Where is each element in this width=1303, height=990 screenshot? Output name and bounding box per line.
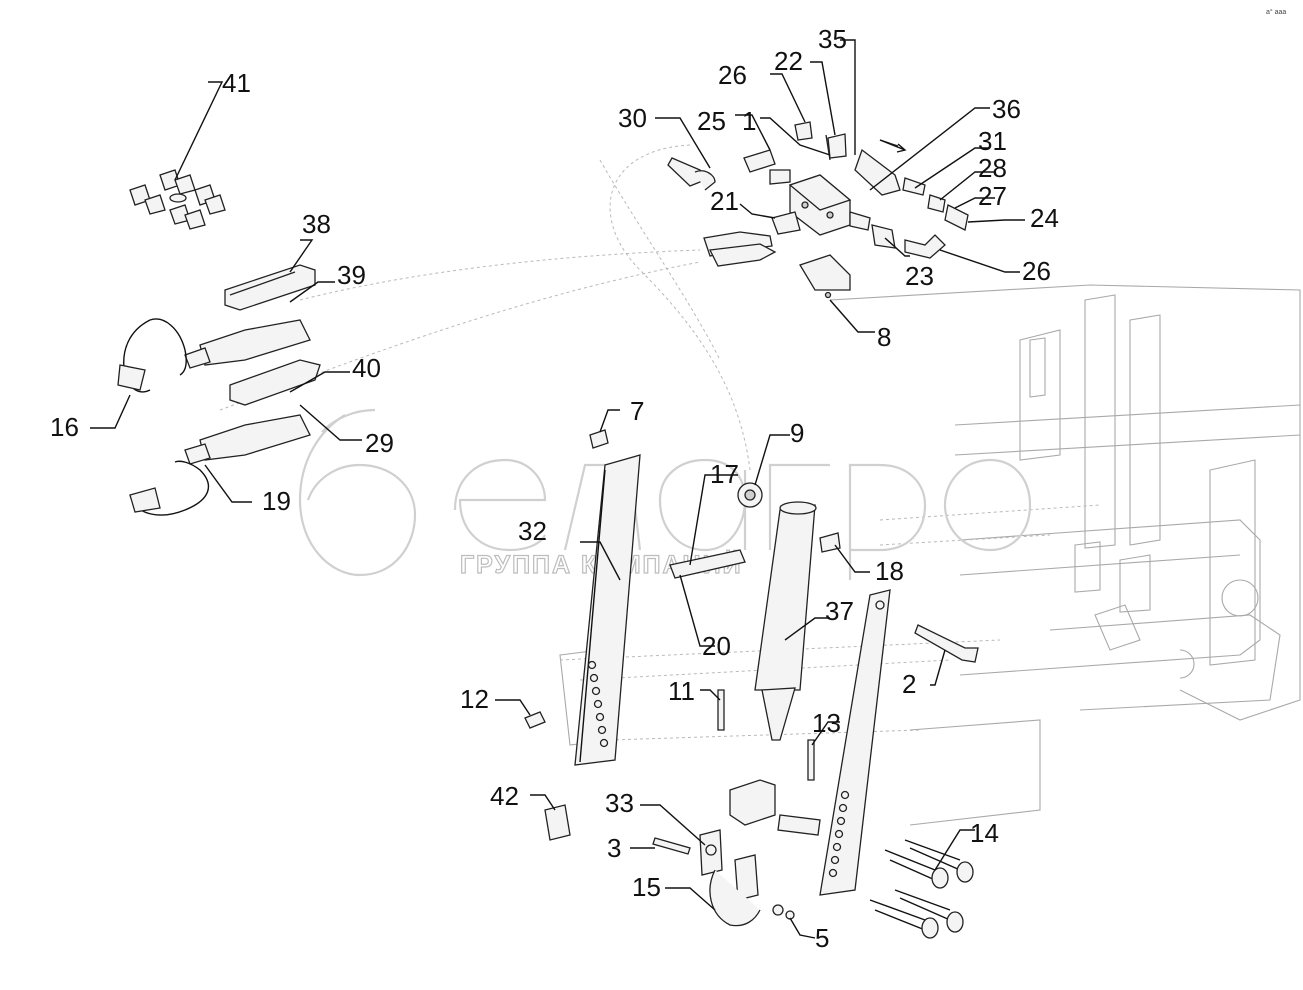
left-link-bar	[574, 454, 641, 766]
callout-2: 2	[902, 669, 916, 699]
callout-41: 41	[222, 68, 251, 98]
callout-13: 13	[812, 708, 841, 738]
eye-bolts	[869, 839, 974, 939]
callout-31: 31	[978, 126, 1007, 156]
callout-11: 11	[668, 676, 695, 706]
callout-35: 35	[818, 24, 847, 54]
callout-19: 19	[262, 486, 291, 516]
corner-code: а° ааа	[1266, 8, 1286, 16]
hydraulic-valve-block	[788, 174, 852, 291]
callout-26-top: 26	[718, 60, 747, 90]
callout-25: 25	[697, 106, 726, 136]
callout-33: 33	[605, 788, 634, 818]
callout-14: 14	[970, 818, 999, 848]
callout-20: 20	[702, 631, 731, 661]
callout-12: 12	[460, 684, 489, 714]
callout-40: 40	[352, 353, 381, 383]
callout-5: 5	[815, 923, 829, 953]
right-link-bar	[819, 589, 891, 896]
callout-18: 18	[875, 556, 904, 586]
callout-15: 15	[632, 872, 661, 902]
callout-9: 9	[790, 418, 804, 448]
callout-16: 16	[50, 412, 79, 442]
callout-1: 1	[742, 106, 756, 136]
callout-42: 42	[490, 781, 519, 811]
quick-couplers	[117, 264, 321, 516]
callout-3: 3	[607, 833, 621, 863]
bracket-plates	[699, 829, 795, 927]
callout-28: 28	[978, 153, 1007, 183]
callout-38: 38	[302, 209, 331, 239]
callout-29: 29	[365, 428, 394, 458]
clips-set	[129, 169, 226, 230]
callout-26-bottom: 26	[1022, 256, 1051, 286]
callout-30: 30	[618, 103, 647, 133]
callout-36: 36	[992, 94, 1021, 124]
callout-22: 22	[774, 46, 803, 76]
pins-and-bolts	[524, 429, 979, 855]
callout-24: 24	[1030, 203, 1059, 233]
callout-23: 23	[905, 261, 934, 291]
callout-7: 7	[630, 396, 644, 426]
callout-21: 21	[710, 186, 739, 216]
hose-routes	[219, 144, 751, 471]
callout-39: 39	[337, 260, 366, 290]
callout-17: 17	[710, 459, 739, 489]
leader-lines	[90, 39, 1025, 939]
callout-32: 32	[518, 516, 547, 546]
callout-37: 37	[825, 596, 854, 626]
callout-27: 27	[978, 181, 1007, 211]
background-frame	[559, 284, 1301, 826]
hydraulic-fittings	[667, 121, 969, 299]
callout-labels: 41 38 39 40 29 16 19 30 25 1 26 22 35 36…	[50, 24, 1059, 953]
callout-8: 8	[877, 322, 891, 352]
hydraulic-cylinder	[729, 482, 817, 826]
belagro-watermark: ГРУППА КОМПАНИЙ	[298, 408, 1032, 580]
